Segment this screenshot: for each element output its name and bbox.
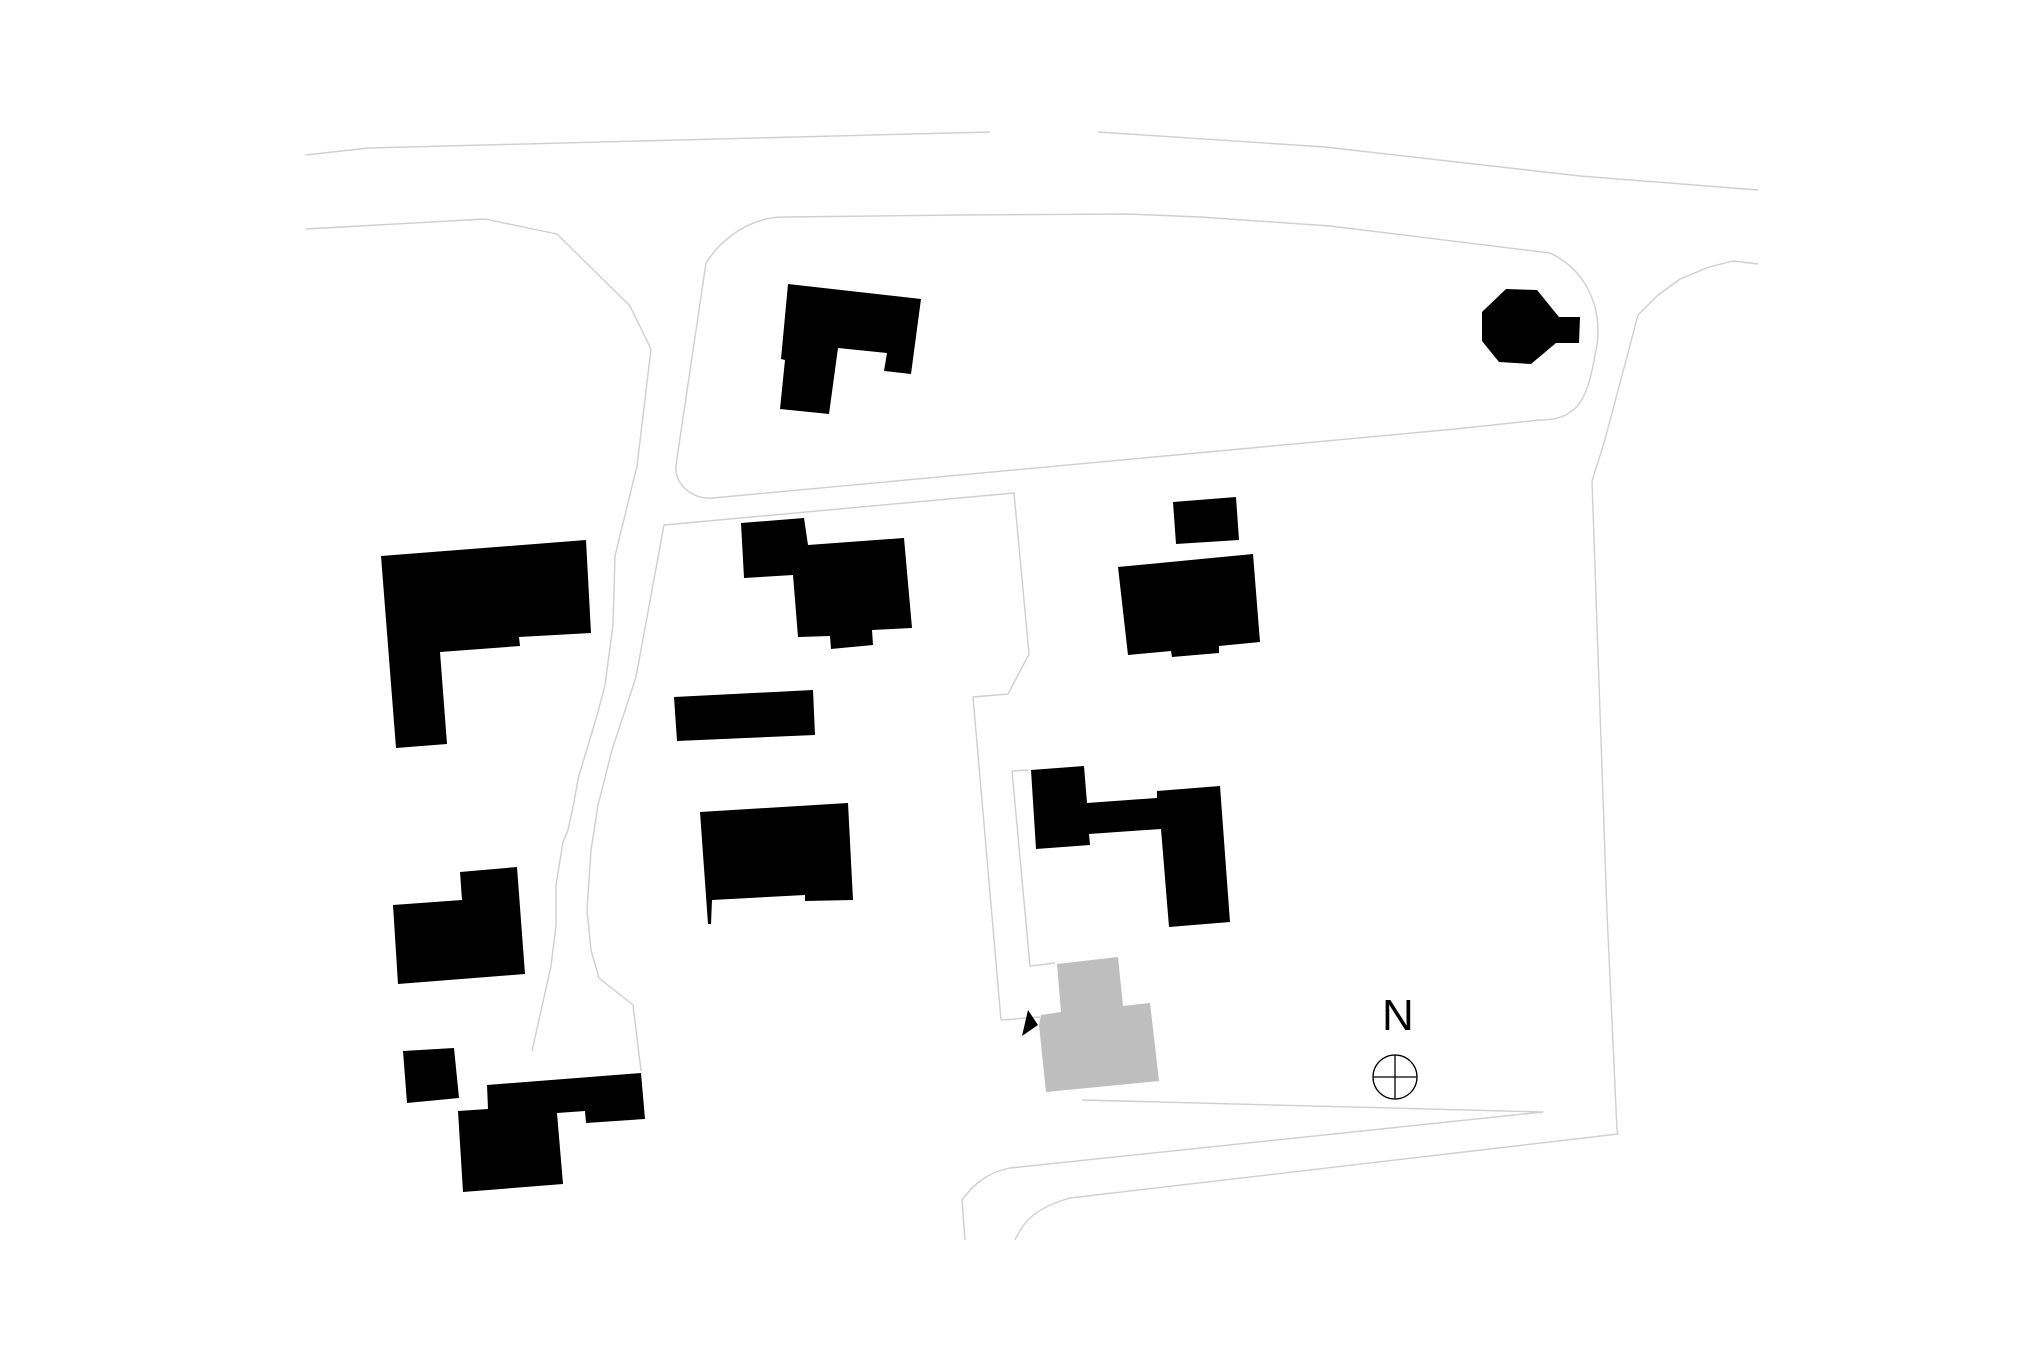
parcel-east-block xyxy=(1081,1099,1544,1113)
building-west-small xyxy=(403,1048,459,1103)
entrance-arrow-icon xyxy=(1022,1010,1038,1036)
building-east-large xyxy=(1118,554,1260,657)
road-network xyxy=(305,131,1759,1241)
existing-buildings xyxy=(381,284,1580,1192)
road-edge-south-inner xyxy=(961,1111,1544,1241)
road-edge-south-outer xyxy=(1014,1129,1619,1241)
north-compass-icon xyxy=(1372,1054,1418,1100)
building-central-bar xyxy=(674,690,815,741)
road-edge-north-outer xyxy=(305,131,991,156)
building-southwest xyxy=(458,1073,645,1192)
building-central-north xyxy=(741,518,912,649)
building-west-middle xyxy=(393,867,525,984)
project-building xyxy=(1039,957,1159,1092)
parcel-central-east xyxy=(1011,769,1029,772)
parcel-central-west xyxy=(586,492,1041,1072)
parcel-north-block xyxy=(675,213,1599,499)
building-north-octagon xyxy=(1482,289,1580,364)
road-edge-east-top xyxy=(1591,260,1759,1131)
building-north-lshape xyxy=(780,284,921,414)
parcel-central-east-edge xyxy=(1011,770,1056,967)
north-label: N xyxy=(1382,991,1414,1040)
north-arrow: N xyxy=(1372,991,1418,1100)
road-edge-north-outer-east xyxy=(1097,131,1759,191)
building-east-hshape xyxy=(1031,766,1230,927)
building-east-small xyxy=(1173,497,1239,544)
building-west-large xyxy=(381,540,591,748)
building-central-south xyxy=(700,803,853,924)
road-edge-north-inner-west xyxy=(305,218,652,1052)
